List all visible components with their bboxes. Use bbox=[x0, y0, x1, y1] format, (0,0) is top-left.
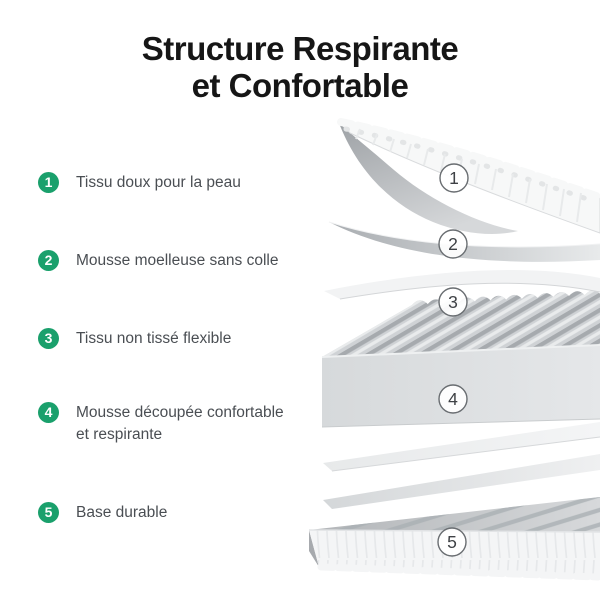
feature-1-label: Tissu doux pour la peau bbox=[76, 174, 241, 191]
layer-1-quilt-seam bbox=[343, 126, 599, 205]
layer-1-callout-number: 1 bbox=[449, 168, 459, 188]
layer-2-callout-circle bbox=[438, 229, 468, 259]
layer-4-callout-circle bbox=[438, 384, 468, 414]
feature-item-1: 1 Tissu doux pour la peau bbox=[38, 172, 241, 194]
feature-item-4: 4 Mousse découpée confortable et respira… bbox=[38, 402, 290, 446]
feature-2-number-badge: 2 bbox=[38, 250, 59, 271]
layer-4-callout-number: 4 bbox=[448, 389, 458, 409]
layer-1-quilted-band bbox=[337, 120, 600, 234]
layer-4-front-top-highlight bbox=[321, 344, 600, 358]
separator-sheet-upper-edge bbox=[331, 436, 600, 472]
layer-3-non-woven-sheet bbox=[324, 270, 600, 300]
layer-1-quilted-top-cover bbox=[337, 118, 600, 234]
layer-1-side-ribs bbox=[355, 128, 582, 223]
layer-4-top-surface bbox=[322, 290, 600, 357]
separator-sheet-lower bbox=[323, 454, 600, 509]
base-bottom-shadow-line bbox=[318, 567, 600, 580]
feature-item-3: 3 Tissu non tissé flexible bbox=[38, 328, 231, 350]
base-front-top-edge bbox=[308, 529, 600, 533]
layer-1-underside-shading bbox=[339, 123, 518, 234]
base-front-face bbox=[309, 530, 600, 578]
title-line-2: et Confortable bbox=[191, 67, 409, 104]
layer-5-durable-base bbox=[308, 497, 600, 581]
feature-5-number-badge: 5 bbox=[38, 502, 59, 523]
foam-separator-sheets bbox=[323, 422, 600, 509]
layer-2-callout: 2 bbox=[438, 229, 468, 259]
layer-1-callout-circle bbox=[439, 163, 469, 193]
layer-5-callout-circle bbox=[437, 527, 467, 557]
page-title: Structure Respirante et Confortable bbox=[0, 30, 600, 104]
feature-2-label: Mousse moelleuse sans colle bbox=[76, 252, 279, 269]
title-line-1: Structure Respirante bbox=[141, 30, 459, 67]
layer-3-callout-number: 3 bbox=[448, 292, 458, 312]
layer-4-ridge-stripes bbox=[322, 290, 600, 357]
feature-item-2: 2 Mousse moelleuse sans colle bbox=[38, 250, 278, 272]
feature-3-label: Tissu non tissé flexible bbox=[76, 330, 232, 347]
base-left-side bbox=[309, 530, 319, 567]
layer-2-thin-foam-sheet bbox=[328, 221, 600, 262]
layer-4-convoluted-foam-core bbox=[321, 290, 600, 428]
layer-4-front-face bbox=[322, 345, 600, 427]
layer-3-callout: 3 bbox=[438, 287, 468, 317]
layer-4-callout: 4 bbox=[438, 384, 468, 414]
base-top-surface bbox=[309, 497, 600, 532]
layer-3-sheet bbox=[324, 270, 600, 299]
layer-1-callout: 1 bbox=[439, 163, 469, 193]
layer-2-sheet bbox=[329, 222, 600, 262]
feature-1-number-badge: 1 bbox=[38, 172, 59, 193]
layer-3-bottom-edge bbox=[339, 282, 600, 300]
layer-5-callout: 5 bbox=[437, 527, 467, 557]
feature-5-label: Base durable bbox=[76, 504, 168, 521]
layer-4-front-bottom-edge bbox=[321, 418, 600, 428]
feature-4-label: Mousse découpée confortable et respirant… bbox=[76, 404, 284, 443]
separator-sheet-upper bbox=[323, 422, 600, 471]
feature-4-number-badge: 4 bbox=[38, 402, 59, 423]
feature-3-number-badge: 3 bbox=[38, 328, 59, 349]
layer-5-callout-number: 5 bbox=[447, 532, 457, 552]
base-front-quilting bbox=[309, 530, 600, 578]
layer-2-top-highlight bbox=[328, 221, 600, 248]
layer-3-callout-circle bbox=[438, 287, 468, 317]
layer-2-callout-number: 2 bbox=[448, 234, 458, 254]
base-bottom-scallops bbox=[317, 563, 600, 581]
base-top-stripes bbox=[309, 497, 600, 532]
layer-1-quilt-bumps bbox=[337, 118, 600, 201]
feature-item-5: 5 Base durable bbox=[38, 502, 167, 524]
